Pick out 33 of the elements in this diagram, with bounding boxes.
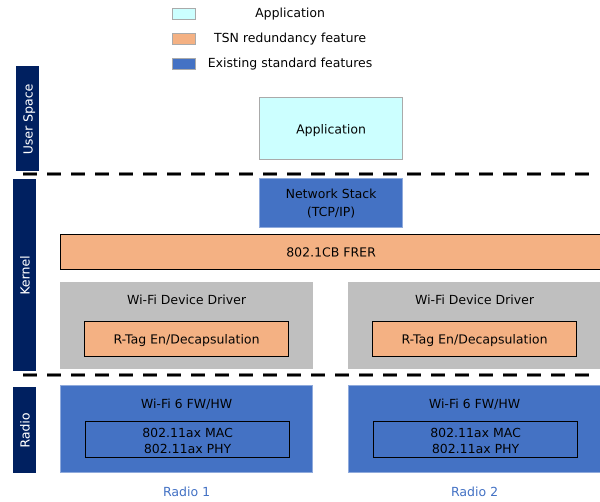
box-label: 802.1CB FRER bbox=[285, 244, 377, 260]
mac-phy-box bbox=[373, 421, 578, 458]
box-label: 802.11ax PHY bbox=[430, 440, 520, 456]
layer-label: Radio bbox=[17, 412, 32, 448]
mac-phy-box bbox=[85, 421, 290, 458]
box-label: 802.11ax PHY bbox=[142, 440, 232, 456]
tsn-feature-box bbox=[84, 321, 289, 357]
layer-band bbox=[16, 66, 39, 171]
column-label: Radio 2 bbox=[450, 484, 500, 499]
tsn-feature-box bbox=[60, 234, 600, 270]
layer-band bbox=[13, 179, 36, 371]
layer-label: Kernel bbox=[17, 255, 32, 295]
box-label: 802.11ax MAC bbox=[429, 424, 522, 440]
driver-box bbox=[60, 282, 313, 369]
legend-label: TSN redundancy feature bbox=[212, 30, 368, 45]
box-label: Wi-Fi 6 FW/HW bbox=[140, 396, 234, 411]
column-label: Radio 1 bbox=[162, 484, 212, 499]
box-label: Network Stack (TCP/IP) bbox=[284, 185, 378, 221]
box-label: Wi-Fi Device Driver bbox=[126, 292, 247, 307]
box-label: Wi-Fi Device Driver bbox=[414, 292, 535, 307]
tsn-feature-box bbox=[372, 321, 577, 357]
standard-feature-box bbox=[259, 178, 403, 228]
legend-label: Existing standard features bbox=[206, 55, 374, 70]
box-label: Wi-Fi 6 FW/HW bbox=[428, 396, 522, 411]
layer-label: User Space bbox=[20, 83, 35, 154]
legend-label: Application bbox=[254, 5, 326, 20]
application-box bbox=[259, 97, 403, 160]
box-label: Application bbox=[295, 121, 367, 136]
box-label: R-Tag En/Decapsulation bbox=[112, 332, 260, 346]
layer-band bbox=[13, 387, 36, 473]
box-label: R-Tag En/Decapsulation bbox=[400, 332, 548, 346]
driver-box bbox=[348, 282, 600, 369]
box-label: 802.11ax MAC bbox=[141, 424, 234, 440]
